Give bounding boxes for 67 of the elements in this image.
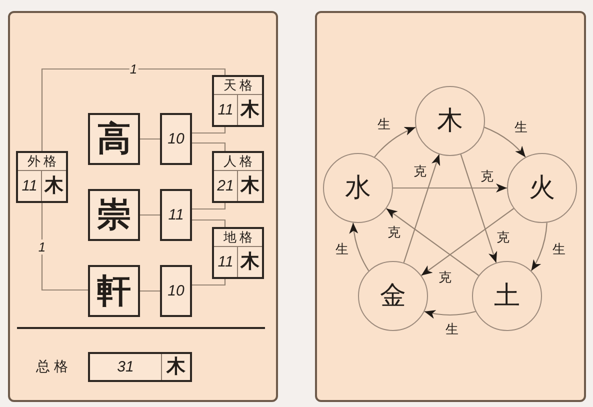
- curved-arrow: [374, 126, 416, 158]
- stroke-count: 11: [168, 208, 184, 222]
- connector-line: [140, 138, 160, 140]
- edge-label: 生: [334, 242, 350, 258]
- arrow: [403, 154, 440, 263]
- character-box: [88, 265, 140, 317]
- connector-line: [41, 203, 88, 291]
- element-character: 水: [345, 175, 371, 201]
- element-character: 土: [494, 283, 520, 309]
- edge-label: 克: [480, 170, 494, 184]
- connector-line: [140, 214, 160, 216]
- element-character: 金: [380, 283, 406, 309]
- edge-label: 生: [376, 118, 392, 132]
- box-heading: 总格: [35, 360, 72, 374]
- grid-box: [212, 75, 264, 127]
- connector-line: [41, 68, 226, 151]
- element-character: 木: [240, 252, 260, 272]
- grid-box: [16, 151, 68, 203]
- stroke-box: [160, 113, 192, 165]
- stroke-count: 21: [217, 178, 234, 194]
- stroke-count: 11: [218, 254, 234, 270]
- arrow: [420, 208, 514, 276]
- element-character: 木: [44, 176, 64, 196]
- curved-arrow: [484, 126, 526, 158]
- stroke-count: 11: [218, 102, 234, 118]
- name-character: 崇: [97, 198, 131, 232]
- element-character: 木: [437, 108, 463, 134]
- name-character: 高: [97, 122, 131, 156]
- edge-label: 克: [496, 230, 510, 246]
- stroke-count: 11: [22, 178, 38, 194]
- grid-box: [212, 151, 264, 203]
- connector-line: [140, 290, 160, 292]
- connector-line: [192, 142, 226, 151]
- connector-line: [192, 219, 226, 227]
- curved-arrow: [530, 222, 548, 272]
- connector-line: [192, 127, 226, 134]
- stroke-box: [160, 265, 192, 317]
- box-heading: 地格: [224, 231, 256, 244]
- edge-label: 克: [386, 226, 402, 240]
- connector-line: [192, 279, 226, 286]
- box-heading: 外格: [28, 155, 60, 168]
- name-character: 軒: [97, 274, 131, 308]
- box-heading: 人格: [224, 155, 256, 168]
- edge-label: 1: [37, 239, 47, 254]
- stroke-count: 10: [168, 132, 184, 146]
- curved-arrow: [424, 309, 476, 318]
- element-character: 木: [240, 176, 260, 196]
- stroke-count: 31: [117, 360, 134, 374]
- character-box: [88, 189, 140, 241]
- edge-label: 克: [438, 270, 452, 286]
- element-character: 木: [240, 100, 260, 120]
- edge-label: 生: [552, 242, 566, 258]
- arrow: [386, 208, 480, 276]
- element-character: 木: [166, 358, 186, 376]
- stroke-box: [160, 189, 192, 241]
- connector-line: [192, 203, 226, 210]
- edge-label: 生: [514, 120, 528, 136]
- grid-box: [212, 227, 264, 279]
- arrow: [460, 154, 498, 263]
- box-heading: 天格: [224, 79, 256, 92]
- curved-arrow: [350, 222, 370, 272]
- element-character: 火: [529, 175, 555, 201]
- stroke-count: 10: [168, 284, 184, 298]
- character-box: [88, 113, 140, 165]
- arrow: [393, 184, 507, 192]
- edge-label: 克: [412, 164, 428, 180]
- edge-label: 生: [444, 322, 460, 338]
